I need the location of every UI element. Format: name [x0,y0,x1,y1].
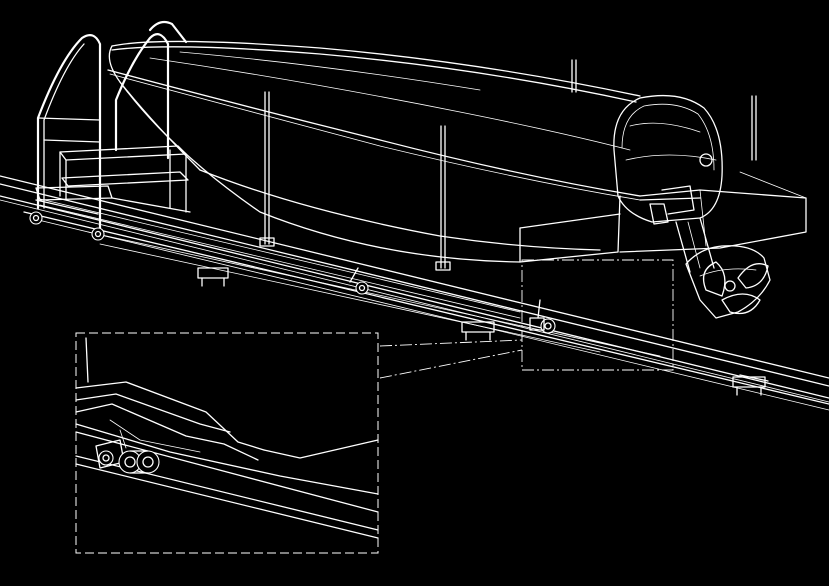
launch-rail-track-icon [0,175,829,411]
rail-support-brackets [197,267,769,396]
callout-source-frame [379,259,674,379]
boarding-steps-icon [35,145,191,215]
detail-roller-icon [95,439,160,474]
boarding-ladder-icon [36,20,188,230]
detail-magnified-view [75,337,379,539]
outboard-motor-icon [613,94,771,319]
detail-callout-box [75,332,379,554]
boat-hull-icon [107,40,807,263]
trolley-rollers-icon [29,211,556,334]
rail-support-posts-icon [259,59,757,271]
